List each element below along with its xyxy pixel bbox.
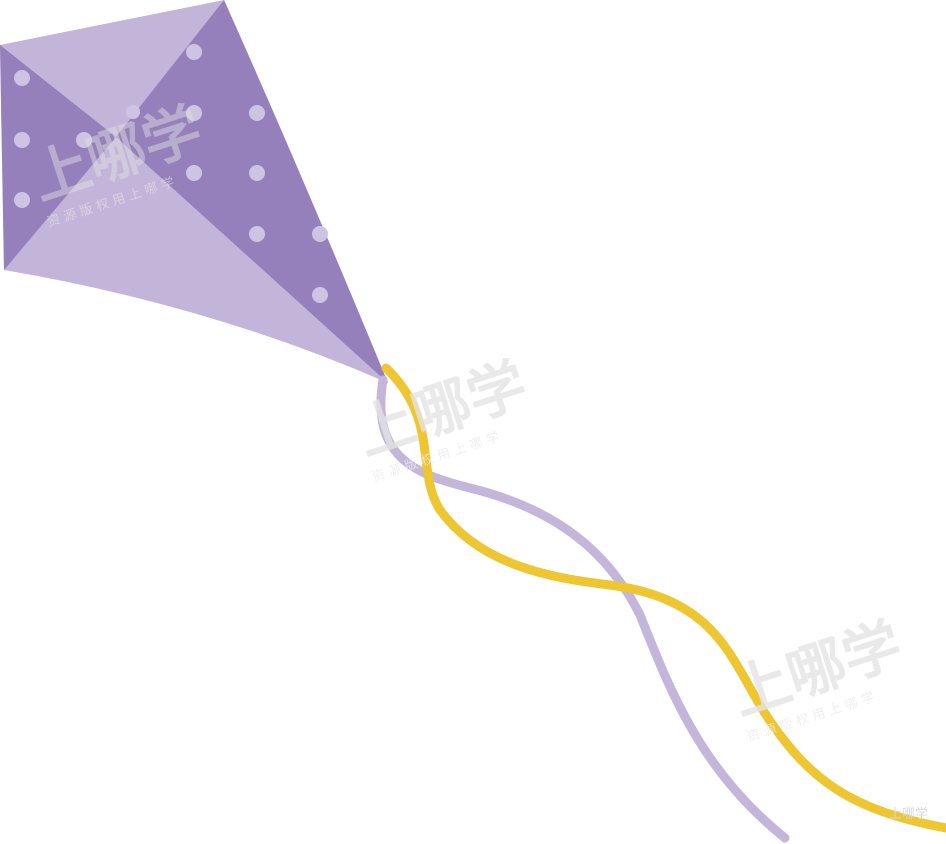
dot [14, 132, 30, 148]
kite-dots [14, 44, 328, 303]
dot [249, 165, 265, 181]
dot [249, 226, 265, 242]
dot [249, 105, 265, 121]
dot [14, 192, 30, 208]
kite-string-yellow [381, 363, 946, 833]
dot [14, 70, 30, 86]
dot [186, 105, 202, 121]
kite-string-purple [376, 375, 790, 843]
watermark: 上哪学 资 源 版 权 用 上 哪 学 [723, 610, 910, 746]
dot [76, 132, 92, 148]
dot [126, 105, 140, 119]
dot [312, 287, 328, 303]
dot [186, 44, 202, 60]
dot [186, 165, 202, 181]
kite-left-panel [0, 45, 116, 270]
corner-watermark: 上哪学 [888, 807, 928, 822]
dot [312, 226, 328, 242]
